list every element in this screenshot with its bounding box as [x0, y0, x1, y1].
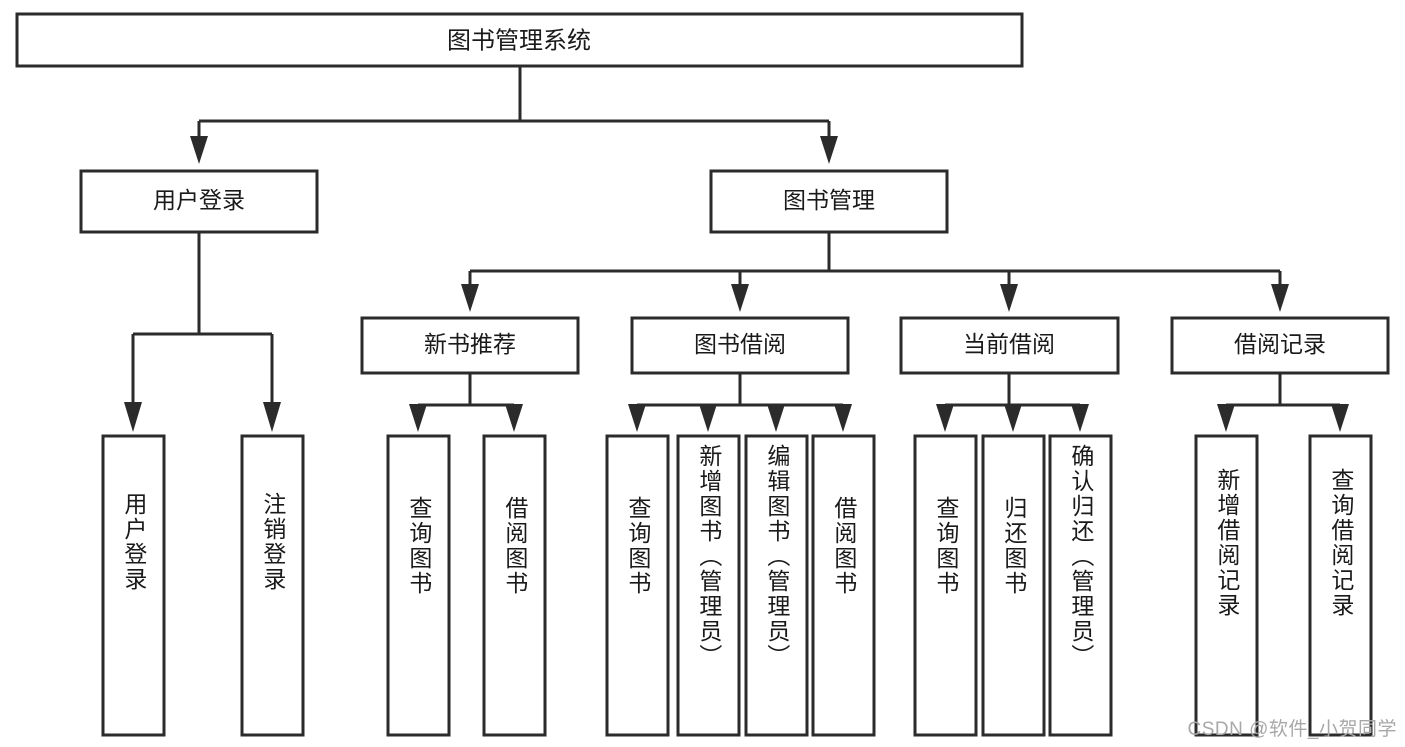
arrowhead-leaf-edit-book — [767, 404, 785, 432]
node-book-management[interactable]: 图书管理 — [709, 169, 949, 234]
leaf-boxes — [101, 434, 1373, 737]
arrowhead-leaf-logout — [263, 402, 281, 432]
csdn-watermark: CSDN @软件_小贺同学 — [1187, 719, 1397, 740]
arrowhead-leaf-query-book-2 — [628, 404, 646, 432]
leaf-box-query-borrow-record[interactable] — [1308, 434, 1373, 737]
arrowhead-leaf-query-book-3 — [936, 404, 954, 432]
leaf-box-edit-book[interactable] — [744, 434, 809, 737]
node-borrowing-record[interactable]: 借阅记录 — [1170, 316, 1390, 375]
node-root-book-management-system[interactable]: 图书管理系统 — [15, 12, 1024, 68]
node-book-borrowing-label: 图书借阅 — [694, 331, 786, 357]
node-root-label: 图书管理系统 — [447, 27, 591, 54]
node-user-login-box[interactable] — [79, 169, 319, 234]
arrowhead-leaf-user-login — [124, 402, 142, 432]
connector-borrow-record-to-leaves — [1217, 373, 1349, 432]
node-user-login[interactable]: 用户登录 — [79, 169, 319, 234]
node-root-box[interactable] — [15, 12, 1024, 68]
arrowhead-leaf-add-record — [1217, 404, 1235, 432]
node-user-login-label: 用户登录 — [153, 187, 245, 213]
leaf-box-query-book-borrow[interactable] — [605, 434, 670, 737]
connector-book-borrow-to-leaves — [628, 373, 852, 432]
leaf-box-borrow-book-rec[interactable] — [482, 434, 547, 737]
node-book-management-box[interactable] — [709, 169, 949, 234]
node-book-borrowing[interactable]: 图书借阅 — [630, 316, 850, 375]
node-book-management-label: 图书管理 — [783, 187, 875, 213]
node-new-book-recommendation[interactable]: 新书推荐 — [360, 316, 580, 375]
arrowhead-user-login — [190, 136, 208, 164]
arrowhead-book-borrow — [731, 284, 749, 312]
connector-user-login-to-leaves — [124, 232, 281, 432]
node-current-borrowing-box[interactable] — [899, 316, 1120, 375]
leaf-box-logout[interactable] — [240, 434, 305, 737]
arrowhead-leaf-borrow-book-2 — [834, 404, 852, 432]
node-current-borrowing-label: 当前借阅 — [963, 331, 1055, 357]
node-new-book-recommendation-box[interactable] — [360, 316, 580, 375]
arrowhead-new-book-rec — [461, 284, 479, 312]
node-current-borrowing[interactable]: 当前借阅 — [899, 316, 1120, 375]
leaf-box-return-book[interactable] — [981, 434, 1046, 737]
leaf-box-borrow-book[interactable] — [811, 434, 876, 737]
leaf-box-confirm-return[interactable] — [1048, 434, 1113, 737]
arrowhead-borrow-record — [1271, 284, 1289, 312]
connector-current-borrow-to-leaves — [936, 373, 1089, 432]
connector-book-mgmt-to-level3 — [461, 232, 1289, 312]
leaf-box-query-book-current[interactable] — [913, 434, 978, 737]
node-new-book-recommendation-label: 新书推荐 — [424, 331, 516, 357]
node-borrowing-record-box[interactable] — [1170, 316, 1390, 375]
arrowhead-leaf-add-book — [699, 404, 717, 432]
arrowhead-leaf-return-book — [1004, 404, 1022, 432]
leaf-box-user-login[interactable] — [101, 434, 166, 737]
connector-new-book-rec-to-leaves — [409, 373, 523, 432]
node-borrowing-record-label: 借阅记录 — [1234, 331, 1326, 357]
arrowhead-leaf-confirm-return — [1071, 404, 1089, 432]
leaf-box-add-book[interactable] — [676, 434, 741, 737]
arrowhead-leaf-query-record — [1331, 404, 1349, 432]
leaf-box-query-book-rec[interactable] — [386, 434, 451, 737]
node-book-borrowing-box[interactable] — [630, 316, 850, 375]
connector-root-to-level2 — [190, 66, 838, 164]
arrowhead-book-mgmt — [820, 136, 838, 164]
arrowhead-leaf-query-book-1 — [409, 404, 427, 432]
arrowhead-leaf-borrow-book-1 — [505, 404, 523, 432]
leaf-box-add-borrow-record[interactable] — [1194, 434, 1259, 737]
arrowhead-current-borrow — [1000, 284, 1018, 312]
